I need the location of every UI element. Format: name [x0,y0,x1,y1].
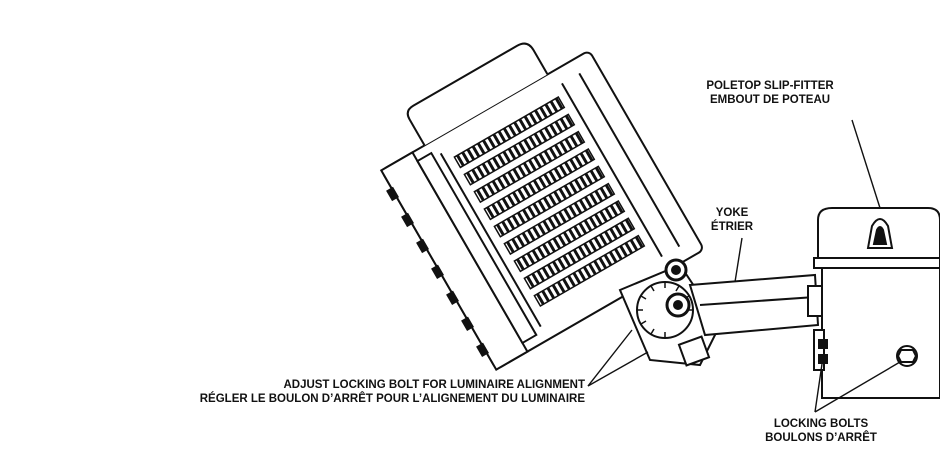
leader-lines [587,119,901,413]
degree-ticks [637,282,693,338]
poletop-label-en: POLETOP SLIP-FITTER [706,80,834,92]
poletop-slip-fitter [813,207,940,399]
yoke-arm [688,273,823,337]
yoke-label: YOKE ÉTRIER [706,206,758,234]
adjustment-knuckle [618,258,722,367]
locking-label-en: LOCKING BOLTS [773,418,869,430]
poletop-leader [851,119,881,209]
adjust-label-en: ADJUST LOCKING BOLT FOR LUMINAIRE ALIGNM… [283,379,585,391]
adjust-leader-b [587,351,649,387]
locking-leader-b [814,361,901,413]
adjust-leader-a [587,329,633,387]
yoke-label-en: YOKE [715,207,749,219]
adjust-locking-bolt-label: ADJUST LOCKING BOLT FOR LUMINAIRE ALIGNM… [0,378,585,406]
yoke-label-fr: ÉTRIER [710,221,754,233]
locking-leader-a [814,363,823,413]
heat-sink-fins [453,96,646,308]
slip-fitter-body [821,267,940,399]
locking-bolts [818,339,918,367]
poletop-label-fr: EMBOUT DE POTEAU [709,94,831,106]
adjust-label-fr: RÉGLER LE BOULON D’ARRÊT POUR L’ALIGNEME… [199,393,585,405]
luminaire-head [379,42,703,371]
poletop-slip-fitter-label: POLETOP SLIP-FITTER EMBOUT DE POTEAU [676,79,864,107]
locking-bolts-label: LOCKING BOLTS BOULONS D’ARRÊT [746,417,896,445]
locking-label-fr: BOULONS D’ARRÊT [765,432,877,444]
luminaire-rear-cover [406,42,549,146]
yoke-leader [734,237,743,283]
front-frame-teeth [386,186,489,358]
